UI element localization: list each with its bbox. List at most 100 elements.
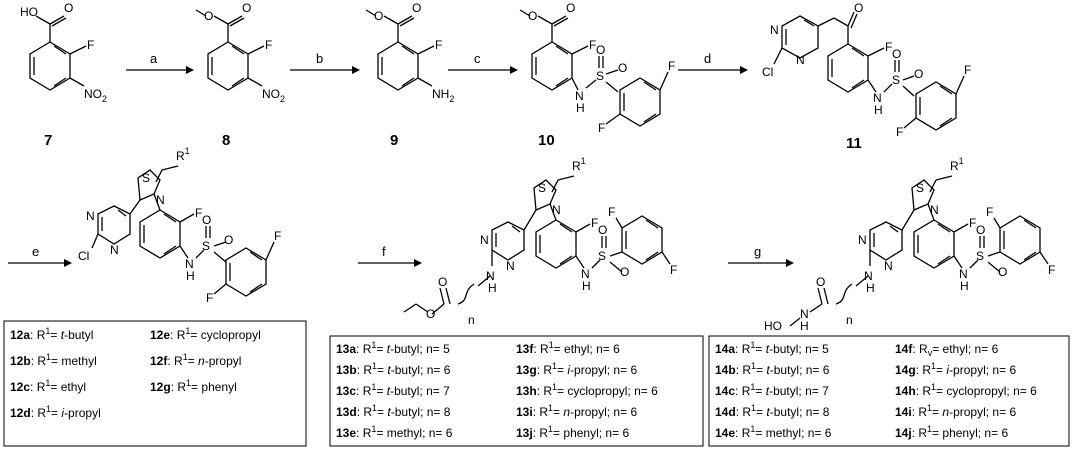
substituent-name: cyclopropyl bbox=[201, 328, 261, 342]
r-group-symbol: R bbox=[177, 328, 186, 342]
superscript: 1 bbox=[45, 326, 50, 336]
equals-sign: = bbox=[936, 384, 946, 398]
atom-label: F bbox=[608, 205, 615, 219]
compound-12-structure: S N R1 N N Cl F N H S O O F F bbox=[78, 146, 281, 305]
equals-sign: = bbox=[755, 426, 765, 440]
compound-id: 12d bbox=[10, 406, 31, 420]
chain-length: 8 bbox=[823, 405, 830, 419]
table-12-row: 12a: R1= t-butyl bbox=[10, 326, 93, 342]
chain-length: 6 bbox=[651, 384, 658, 398]
atom-label: R1 bbox=[572, 156, 586, 173]
equals-sign: = bbox=[51, 406, 61, 420]
chain-length: 6 bbox=[630, 405, 637, 419]
atom-label: F bbox=[265, 38, 272, 52]
arrowhead bbox=[740, 66, 748, 74]
step-d-label: d bbox=[704, 51, 711, 66]
separator: : bbox=[736, 363, 743, 377]
superscript: 1 bbox=[371, 382, 376, 392]
atom-label: H bbox=[186, 269, 195, 283]
subscript: v bbox=[928, 348, 933, 358]
separator: : bbox=[171, 380, 178, 394]
n-separator: ; n= bbox=[607, 363, 631, 377]
atom-label: O bbox=[892, 47, 901, 61]
compound-10-structure: O O F N H S O O F F bbox=[519, 1, 675, 135]
r-group-symbol: R bbox=[742, 363, 751, 377]
table-13-row: 13e: R1= methyl; n= 6 bbox=[336, 424, 453, 440]
substituent-prefix: t bbox=[387, 363, 391, 377]
atom-label: F bbox=[591, 216, 598, 230]
n-separator: ; n= bbox=[420, 405, 444, 419]
n-separator: ; n= bbox=[1006, 384, 1030, 398]
compound-id: 14i bbox=[895, 405, 912, 419]
substituent-name: cyclopropyl bbox=[567, 384, 627, 398]
atom-label: R1 bbox=[950, 156, 964, 173]
table-12-row: 12c: R1= ethyl bbox=[10, 378, 86, 394]
atom-label: F bbox=[670, 263, 677, 277]
atom-label: H bbox=[576, 101, 585, 115]
r-group-symbol: R bbox=[922, 363, 931, 377]
superscript: 1 bbox=[750, 340, 755, 350]
superscript: 1 bbox=[371, 340, 376, 350]
chain-length: 6 bbox=[825, 426, 832, 440]
separator: : bbox=[537, 384, 544, 398]
r-group-symbol: R bbox=[742, 426, 751, 440]
substituent-prefix: t bbox=[387, 405, 391, 419]
equals-sign: = bbox=[756, 363, 766, 377]
n-separator: ; n= bbox=[968, 342, 992, 356]
r-group-symbol: R bbox=[363, 384, 372, 398]
compound-id: 13f bbox=[516, 342, 534, 356]
n-separator: ; n= bbox=[798, 342, 822, 356]
n-separator: ; n= bbox=[422, 426, 446, 440]
separator: : bbox=[357, 363, 364, 377]
atom-label: S bbox=[976, 249, 984, 263]
compound-id: 13j bbox=[516, 426, 533, 440]
r-group-symbol: R bbox=[539, 426, 548, 440]
atom-label: S bbox=[598, 249, 606, 263]
atom-label: N bbox=[959, 267, 968, 281]
r-group-symbol: R bbox=[540, 342, 549, 356]
r-group-symbol: R bbox=[363, 405, 372, 419]
equals-sign: = bbox=[932, 342, 942, 356]
n-separator: ; n= bbox=[986, 405, 1010, 419]
substituent-prefix: t bbox=[766, 342, 770, 356]
atom-label: R bbox=[176, 149, 185, 163]
atom-label: F bbox=[206, 291, 213, 305]
table-13-row: 13b: R1= t-butyl; n= 6 bbox=[336, 361, 451, 377]
superscript: 1 bbox=[185, 146, 190, 156]
arrowhead bbox=[786, 259, 794, 267]
arrowhead bbox=[186, 66, 194, 74]
subscript: 2 bbox=[280, 94, 285, 104]
equals-sign: = bbox=[376, 426, 386, 440]
separator: : bbox=[735, 384, 742, 398]
separator: : bbox=[30, 380, 37, 394]
n-separator: ; n= bbox=[589, 342, 613, 356]
substituent-prefix: t bbox=[61, 328, 65, 342]
substituent-name: -propyl bbox=[570, 405, 607, 419]
r-group-symbol: R bbox=[539, 405, 548, 419]
superscript: 1 bbox=[183, 352, 188, 362]
arrowhead bbox=[352, 66, 360, 74]
table-14-row: 14i: R1= n-propyl; n= 6 bbox=[895, 403, 1016, 419]
atom-label: N bbox=[864, 269, 873, 283]
atom-label: O bbox=[998, 265, 1007, 279]
r-group-symbol: R bbox=[918, 405, 927, 419]
compound-id: 13c bbox=[336, 384, 356, 398]
atom-label: HO bbox=[764, 319, 782, 333]
substituent-name: -butyl bbox=[390, 342, 419, 356]
compound-id: 14e bbox=[715, 426, 735, 440]
separator: : bbox=[912, 405, 919, 419]
substituent-name: phenyl bbox=[201, 380, 236, 394]
superscript: 1 bbox=[371, 424, 376, 434]
n-separator: ; n= bbox=[799, 405, 823, 419]
compound-id: 14d bbox=[715, 405, 736, 419]
r-group-symbol: R bbox=[363, 342, 372, 356]
superscript: 1 bbox=[750, 382, 755, 392]
atom-label: NH bbox=[432, 87, 449, 101]
atom-label: F bbox=[1048, 263, 1055, 277]
compound-7-structure: HO O F NO2 bbox=[20, 1, 107, 104]
equals-sign: = bbox=[50, 380, 60, 394]
superscript: 1 bbox=[959, 156, 964, 166]
substituent-name: -propyl bbox=[949, 363, 986, 377]
atom-label: N bbox=[480, 233, 489, 247]
chain-length: 5 bbox=[822, 342, 829, 356]
